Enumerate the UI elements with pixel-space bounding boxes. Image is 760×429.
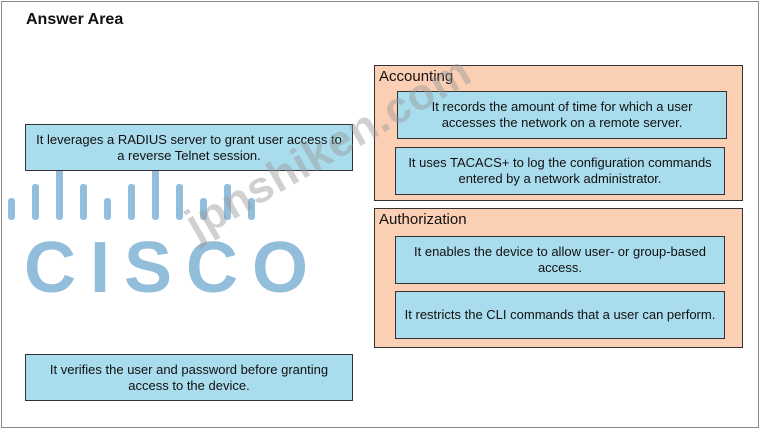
accounting-item-time-text: It records the amount of time for which … bbox=[431, 99, 693, 130]
authorization-item-cli[interactable]: It restricts the CLI commands that a use… bbox=[395, 291, 725, 339]
answer-area-title: Answer Area bbox=[26, 11, 124, 28]
authorization-label: Authorization bbox=[379, 211, 467, 228]
cisco-logo-text: CISCO bbox=[24, 228, 322, 308]
accounting-item-tacacs[interactable]: It uses TACACS+ to log the configuration… bbox=[395, 147, 725, 195]
left-item-radius-text: It leverages a RADIUS server to grant us… bbox=[36, 131, 342, 163]
authorization-item-cli-text: It restricts the CLI commands that a use… bbox=[404, 307, 716, 322]
accounting-item-tacacs-text: It uses TACACS+ to log the configuration… bbox=[408, 155, 712, 186]
accounting-label: Accounting bbox=[379, 68, 454, 85]
accounting-item-time[interactable]: It records the amount of time for which … bbox=[397, 91, 727, 139]
left-item-verifies[interactable]: It verifies the user and password before… bbox=[25, 354, 353, 401]
authorization-item-access[interactable]: It enables the device to allow user- or … bbox=[395, 236, 725, 284]
left-item-verifies-text: It verifies the user and password before… bbox=[49, 361, 329, 393]
left-item-radius[interactable]: It leverages a RADIUS server to grant us… bbox=[25, 124, 353, 171]
authorization-item-access-text: It enables the device to allow user- or … bbox=[414, 244, 706, 275]
